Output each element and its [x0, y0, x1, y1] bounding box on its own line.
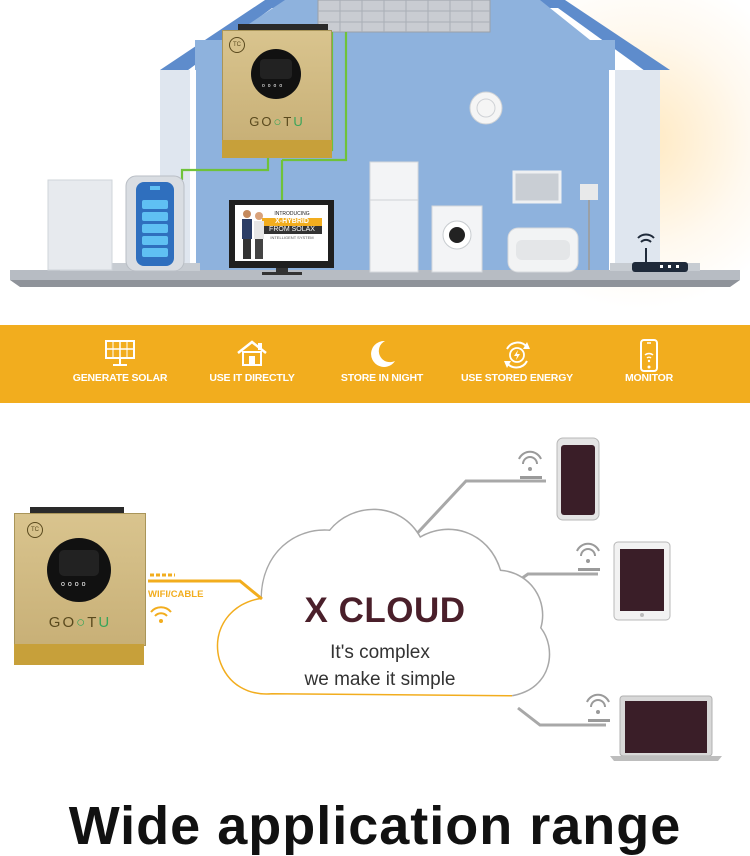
- cloud-inverter-base: [14, 644, 144, 665]
- feature-use-stored-energy: USE STORED ENERGY: [457, 325, 577, 403]
- feature-label: MONITOR: [625, 372, 673, 384]
- feature-use-directly: USE IT DIRECTLY: [192, 325, 312, 403]
- feature-label: STORE IN NIGHT: [340, 372, 424, 384]
- tv-text-line1: INTRODUCING: [274, 211, 310, 217]
- wifi-cable-label: WIFI/CABLE: [148, 589, 204, 600]
- recycle-energy-icon: [504, 341, 530, 369]
- section-heading: Wide application range: [68, 796, 682, 856]
- house-icon: [237, 340, 267, 366]
- inverter-brand: GO○TU: [48, 614, 112, 631]
- feature-label: GENERATE SOLAR: [72, 372, 168, 384]
- cloud-diagram: [148, 437, 722, 761]
- inverter-logo: TC: [27, 522, 43, 538]
- inverter-brand: GO○TU: [249, 114, 305, 129]
- tv-screen-content: INTRODUCING X-HYBRID FROM SOLAX INTELLIG…: [262, 210, 322, 242]
- tv-text-line3: FROM SOLAX: [262, 226, 322, 234]
- inverter-bracket: [238, 24, 328, 32]
- cloud-title: X CLOUD: [304, 591, 466, 630]
- cloud-subtitle-line1: It's complex: [330, 642, 430, 663]
- x-cloud-section: TC oooo GO○TU WIFI/CABLE X CLOUD It's co…: [0, 403, 750, 783]
- inverter-display: oooo: [251, 49, 301, 99]
- feature-label: USE IT DIRECTLY: [209, 372, 295, 384]
- inverter-display: oooo: [47, 538, 111, 602]
- cloud-inverter-bracket: [30, 507, 124, 515]
- tv-text-line2: X-HYBRID: [262, 218, 322, 226]
- cloud-inverter: TC oooo GO○TU: [14, 513, 146, 646]
- feature-store-in-night: STORE IN NIGHT: [322, 325, 442, 403]
- feature-band: GENERATE SOLAR USE IT DIRECTLY STORE IN …: [0, 325, 750, 403]
- solar-panel-icon: [105, 340, 135, 366]
- house-drawing: [10, 0, 740, 287]
- feature-monitor: MONITOR: [589, 325, 709, 403]
- tv-text-line4: INTELLIGENT SYSTEM: [270, 235, 314, 240]
- phone-icon: [640, 339, 658, 372]
- inverter-logo: TC: [229, 37, 245, 53]
- house-energy-illustration: TC oooo GO○TU INTRODUCING X-HYBRID FROM …: [0, 0, 750, 325]
- moon-icon: [371, 340, 395, 367]
- feature-generate-solar: GENERATE SOLAR: [60, 325, 180, 403]
- house-inverter: TC oooo GO○TU: [222, 30, 332, 142]
- feature-label: USE STORED ENERGY: [461, 372, 573, 384]
- cloud-subtitle-line2: we make it simple: [304, 669, 456, 690]
- tv-presenters: [242, 210, 264, 259]
- inverter-base: [222, 140, 332, 158]
